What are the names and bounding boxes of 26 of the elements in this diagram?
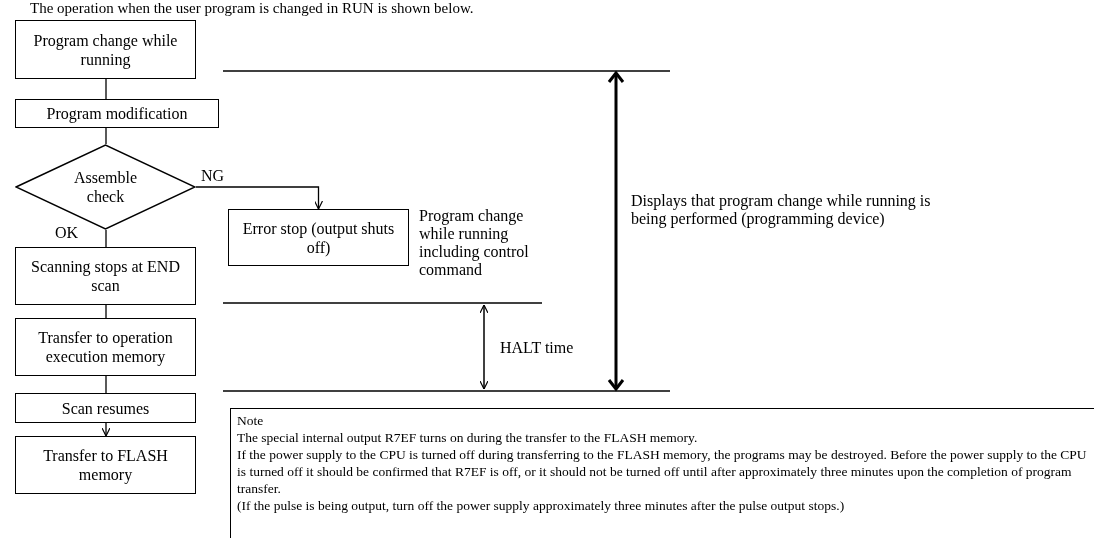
title: The operation when the user program is changed in RUN is shown below. <box>30 0 474 17</box>
note-text: (If the pulse is being output, turn off the power supply approximately three minutes after the pulse output stops.) <box>237 497 845 514</box>
process-box <box>228 209 409 266</box>
process-box <box>15 247 196 305</box>
node-text: Error stop (output shuts off) <box>241 218 396 257</box>
connector-arrow <box>101 422 111 437</box>
process-box <box>15 436 196 494</box>
annotation-text: Displays that program change while running is being performed (programming device) <box>631 192 932 228</box>
node-text: Scanning stops at END scan <box>30 257 181 295</box>
note-heading: Note <box>237 412 264 429</box>
annotation-text: Program change while running including control command <box>419 207 530 279</box>
node-text: Transfer to operation execution memory <box>37 328 174 366</box>
node-text: Transfer to FLASH memory <box>42 446 169 484</box>
process-box <box>15 99 219 128</box>
process-box <box>15 393 196 423</box>
annotation-text: HALT time <box>500 339 575 357</box>
node-text: Assemble check <box>72 168 139 206</box>
note-box <box>230 408 1094 538</box>
node-text: Program change while running <box>32 30 179 69</box>
process-box <box>15 20 196 79</box>
note-text: If the power supply to the CPU is turned off during transferring to the FLASH memory, the programs may be destroyed. Before the power supply to the CPU is turned off it should be confirmed that R7EF is off, or it should not be turned off until after approximately three minutes upon the completion of program transfer. <box>237 446 1088 497</box>
note-text: The special internal output R7EF turns on during the transfer to the FLASH memory. <box>237 429 698 446</box>
connector-arrow <box>195 186 324 210</box>
node-text: Scan resumes <box>60 398 151 418</box>
process-box <box>15 318 196 376</box>
node-text: Program modification <box>45 104 189 123</box>
